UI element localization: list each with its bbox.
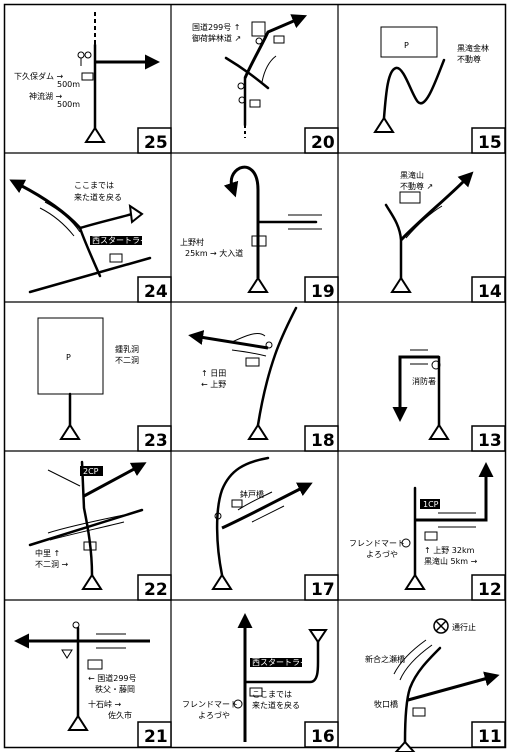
label: 2CP <box>83 467 99 476</box>
panel-23 <box>37 317 172 452</box>
panel-17 <box>211 456 339 601</box>
label: よろづや <box>366 550 398 559</box>
panel-11 <box>393 618 506 752</box>
label: ↑ 日田 <box>201 369 226 378</box>
label: 不動尊 <box>457 54 481 64</box>
panel-16 <box>233 613 339 748</box>
label: 不二洞 → <box>35 559 69 569</box>
panel-number: 13 <box>478 431 502 451</box>
panel-number-box <box>137 127 172 154</box>
label: 鍾乳洞 <box>115 344 139 354</box>
label: ここまでは <box>252 690 292 699</box>
label: 秩父・藤岡 <box>95 684 135 694</box>
parking-label: P <box>66 353 71 362</box>
start-line-badge <box>250 658 302 667</box>
label: フレンドマート <box>349 539 405 548</box>
label: 来た道を戻る <box>252 700 300 710</box>
label: 1CP <box>423 500 439 509</box>
parking-box <box>37 317 104 395</box>
label: 西スタートライン <box>252 658 316 667</box>
panel-number: 23 <box>144 431 168 451</box>
panel-number: 19 <box>311 282 335 302</box>
label: 牧口橋 <box>374 699 398 709</box>
panel-number: 12 <box>478 580 502 600</box>
label: ← 上野 <box>201 380 226 389</box>
panel-number: 11 <box>478 727 502 747</box>
start-line-badge <box>90 236 142 245</box>
panel-12 <box>401 462 506 601</box>
label: 消防署 <box>412 376 436 386</box>
panel-14 <box>384 171 506 303</box>
label: 通行止 <box>452 622 476 632</box>
panel-13 <box>392 349 506 452</box>
label: 佐久市 <box>108 710 132 720</box>
label: ここまでは <box>74 181 114 190</box>
label: 500m <box>57 100 80 109</box>
panel-number: 20 <box>311 133 335 153</box>
sheet-border <box>3 3 507 749</box>
panel-number: 15 <box>478 133 502 153</box>
panel-number: 14 <box>478 282 502 302</box>
panel-24 <box>9 179 172 303</box>
checkpoint-badge <box>420 499 440 509</box>
label: 25km <box>185 249 208 258</box>
label: よろづや <box>198 711 230 720</box>
panel-15 <box>373 26 506 154</box>
label: 十石峠 → <box>88 699 122 709</box>
panel-number: 21 <box>144 727 168 747</box>
panel-22 <box>28 460 172 601</box>
panel-number: 25 <box>144 133 168 153</box>
label: → 大入道 <box>210 248 243 258</box>
label: 中里 ↑ <box>35 548 60 558</box>
checkpoint-badge <box>80 466 103 476</box>
panel-number: 18 <box>311 431 335 451</box>
parking-box <box>380 26 438 58</box>
parking-label: P <box>404 41 409 50</box>
label: ← 国道299号 <box>88 673 137 683</box>
label: 黒滝山 <box>400 170 424 180</box>
label: 上野村 <box>180 237 204 247</box>
label: 不動尊 ↗ <box>400 181 433 191</box>
label: 御荷鉾林道 ↗ <box>192 33 241 43</box>
panel-number: 17 <box>311 580 335 600</box>
label: 不二洞 <box>115 355 139 365</box>
label: 500m <box>57 80 80 89</box>
label: 黒滝金林 <box>457 43 489 53</box>
panel-number: 16 <box>311 727 335 747</box>
panel-25 <box>77 12 172 154</box>
panel-number: 24 <box>144 282 168 302</box>
panel-number: 22 <box>144 580 168 600</box>
label: 黒滝山 5km → <box>424 556 478 566</box>
label: 鉢戸橋 <box>240 489 264 499</box>
label: 国道299号 ↑ <box>192 22 241 32</box>
label: 来た道を戻る <box>74 192 122 202</box>
panel-18 <box>188 306 339 452</box>
label: 西スタートライン <box>92 236 156 245</box>
panel-20 <box>224 14 339 154</box>
label: 神流湖 → <box>29 91 63 101</box>
start-triangle-icon <box>84 126 106 143</box>
label: ↑ 上野 32km <box>424 546 475 555</box>
label: 下久保ダム → <box>14 71 64 81</box>
panel-21 <box>13 621 172 748</box>
label: 新合之瀬橋 <box>365 654 405 664</box>
label: フレンドマート <box>182 700 238 709</box>
panel-19 <box>223 165 339 303</box>
